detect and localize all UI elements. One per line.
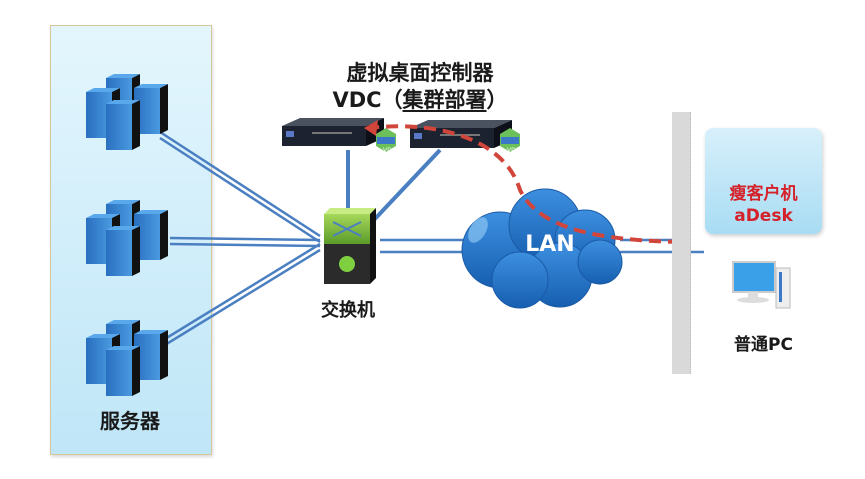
servers-label: 服务器 — [100, 409, 160, 433]
thin-client-name: 瘦客户机 — [729, 184, 798, 204]
server-cluster-3 — [86, 320, 168, 396]
vdc-title: 虚拟桌面控制器 — [346, 61, 494, 85]
vdc-prefix: VDC（ — [332, 88, 403, 112]
vdc-badge-text: VDC — [383, 147, 396, 154]
vdc-server-1 — [282, 118, 384, 146]
vdc-server-2 — [410, 120, 512, 148]
lan-label: LAN — [525, 232, 575, 257]
lan-links — [380, 238, 704, 254]
server-cluster-1 — [86, 74, 168, 150]
arrowhead-icon — [364, 120, 378, 136]
vdc-badge-text: VDC — [507, 147, 520, 154]
vdc-cluster-deploy: 集群部署 — [402, 88, 487, 112]
vdc-links — [346, 148, 442, 224]
thin-client-model: aDesk — [734, 206, 793, 226]
switch-icon — [324, 208, 376, 284]
vdc-connection-dashed — [367, 124, 681, 244]
switch-label: 交换机 — [321, 300, 375, 321]
server-cluster-2 — [86, 200, 168, 276]
access-wall — [672, 112, 691, 374]
pc-label: 普通PC — [734, 335, 793, 355]
pc-icon — [732, 261, 791, 309]
vdc-subtitle: VDC（集群部署） — [290, 87, 550, 113]
thin-client-card — [705, 128, 822, 234]
lan-cloud-icon — [461, 188, 623, 309]
server-links — [159, 130, 321, 350]
cloud-highlight — [468, 217, 488, 243]
vdc-suffix: ） — [486, 88, 508, 112]
